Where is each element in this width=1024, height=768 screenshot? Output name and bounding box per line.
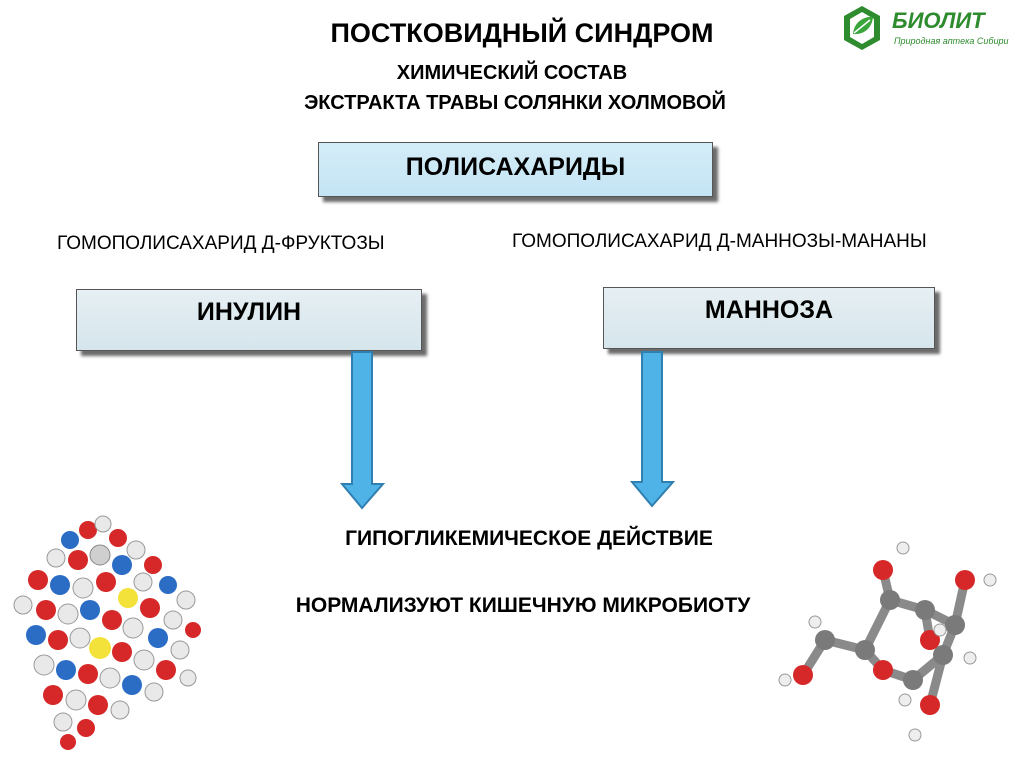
- logo-slogan: Природная аптека Сибири: [894, 36, 1009, 46]
- mannose-homopolysaccharide-caption: ГОМОПОЛИСАХАРИД Д-МАННОЗЫ-МАНАНЫ: [512, 231, 927, 252]
- mannose-box: МАННОЗА: [603, 287, 935, 349]
- logo-name: БИОЛИТ: [892, 8, 985, 33]
- microbiota-effect-text: НОРМАЛИЗУЮТ КИШЕЧНУЮ МИКРОБИОТУ: [295, 594, 751, 617]
- mannose-molecule-image: [778, 541, 997, 742]
- inulin-down-arrow: [340, 351, 386, 510]
- mannose-down-arrow: [630, 351, 676, 508]
- polysaccharides-box: ПОЛИСАХАРИДЫ: [318, 142, 713, 197]
- inulin-box: ИНУЛИН: [76, 289, 422, 351]
- inulin-label: ИНУЛИН: [196, 298, 302, 326]
- subtitle-line-2: ЭКСТРАКТА ТРАВЫ СОЛЯНКИ ХОЛМОВОЙ: [304, 92, 726, 114]
- biolit-logo: [844, 6, 880, 50]
- fructose-homopolysaccharide-caption: ГОМОПОЛИСАХАРИД Д-ФРУКТОЗЫ: [57, 233, 385, 254]
- subtitle-line-1: ХИМИЧЕСКИЙ СОСТАВ: [396, 62, 628, 84]
- mannose-label: МАННОЗА: [704, 296, 834, 324]
- polysaccharides-label: ПОЛИСАХАРИДЫ: [405, 153, 626, 181]
- hypoglycemic-effect-text: ГИПОГЛИКЕМИЧЕСКОЕ ДЕЙСТВИЕ: [345, 527, 713, 550]
- protein-molecule-image: [13, 515, 201, 750]
- page-title: ПОСТКОВИДНЫЙ СИНДРОМ: [330, 18, 714, 48]
